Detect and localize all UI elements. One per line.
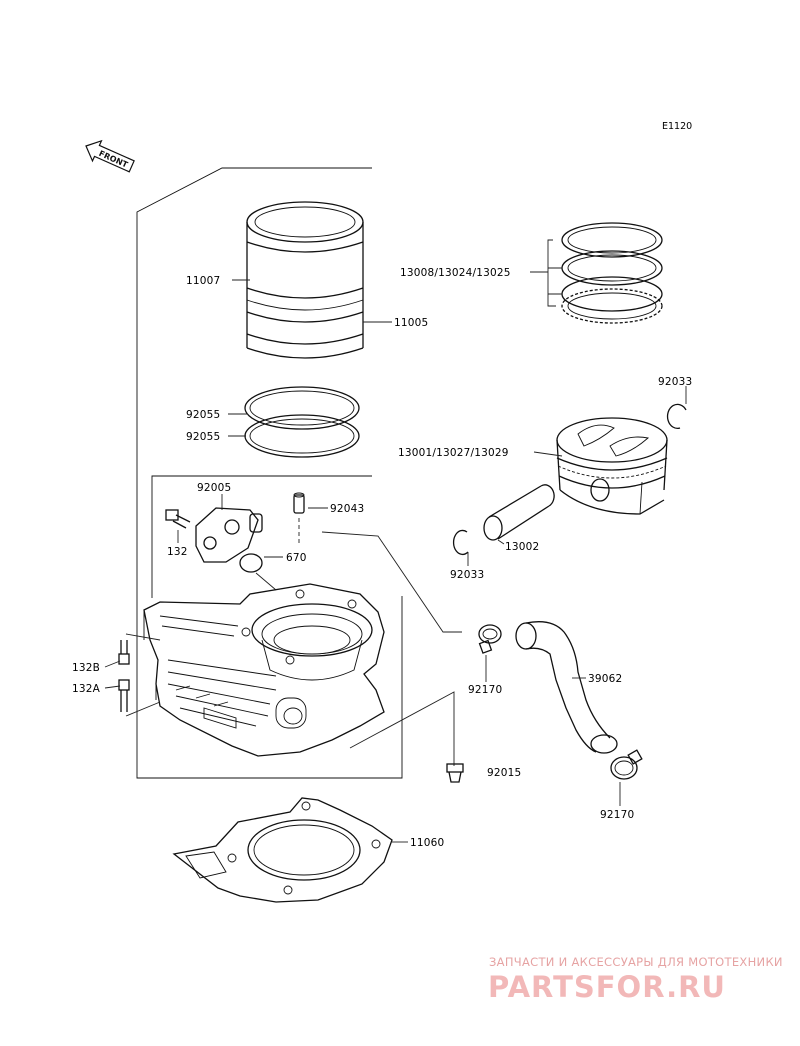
dowel-pin-part bbox=[293, 492, 305, 514]
label-92033-b: 92033 bbox=[450, 569, 484, 581]
o-ring-part bbox=[239, 553, 263, 573]
label-11060: 11060 bbox=[410, 837, 444, 849]
label-13002: 13002 bbox=[505, 541, 539, 553]
label-92055-a: 92055 bbox=[186, 409, 220, 421]
bolt-132b-part bbox=[118, 640, 130, 665]
piston-rings-part bbox=[561, 222, 663, 324]
head-gasket-part bbox=[172, 797, 393, 903]
label-92005: 92005 bbox=[197, 482, 231, 494]
watermark-logo: PARTSFOR.RU bbox=[488, 970, 726, 1004]
group-bracket-inner bbox=[151, 475, 372, 598]
label-92170-b: 92170 bbox=[600, 809, 634, 821]
cylinder-gasket-part bbox=[244, 386, 360, 458]
bolt-132-part bbox=[165, 509, 191, 529]
piston-pin-part bbox=[483, 484, 555, 541]
label-92043: 92043 bbox=[330, 503, 364, 515]
label-92033-a: 92033 bbox=[658, 376, 692, 388]
drain-plug-part bbox=[446, 763, 464, 783]
diagram-code: E1120 bbox=[662, 121, 692, 132]
group-bracket-outer bbox=[136, 167, 403, 779]
label-39062: 39062 bbox=[588, 673, 622, 685]
piston-part bbox=[556, 417, 668, 515]
label-92055-b: 92055 bbox=[186, 431, 220, 443]
label-92170-a: 92170 bbox=[468, 684, 502, 696]
bolt-132a-part bbox=[118, 679, 130, 712]
cylinder-block-part bbox=[143, 583, 385, 757]
label-670: 670 bbox=[286, 552, 307, 564]
label-13008-13024-13025: 13008/13024/13025 bbox=[400, 267, 511, 279]
label-11007: 11007 bbox=[186, 275, 220, 287]
hose-clamp-lower-part bbox=[610, 749, 643, 780]
hose-clamp-upper-part bbox=[478, 624, 502, 654]
water-hose-part bbox=[515, 621, 618, 754]
label-132a: 132A bbox=[72, 683, 101, 695]
cylinder-sleeve-part bbox=[246, 201, 364, 359]
label-92015: 92015 bbox=[487, 767, 521, 779]
label-132b: 132B bbox=[72, 662, 100, 674]
circlip-part bbox=[666, 403, 687, 430]
label-132: 132 bbox=[167, 546, 188, 558]
water-fitting-part bbox=[195, 507, 263, 563]
label-13001-13027-13029: 13001/13027/13029 bbox=[398, 447, 509, 459]
watermark-caption: ЗАПЧАСТИ И АКСЕССУАРЫ ДЛЯ МОТОТЕХНИКИ bbox=[489, 955, 783, 969]
label-11005: 11005 bbox=[394, 317, 428, 329]
front-arrow-icon: FRONT bbox=[85, 139, 135, 173]
circlip-part-lower bbox=[452, 529, 469, 556]
